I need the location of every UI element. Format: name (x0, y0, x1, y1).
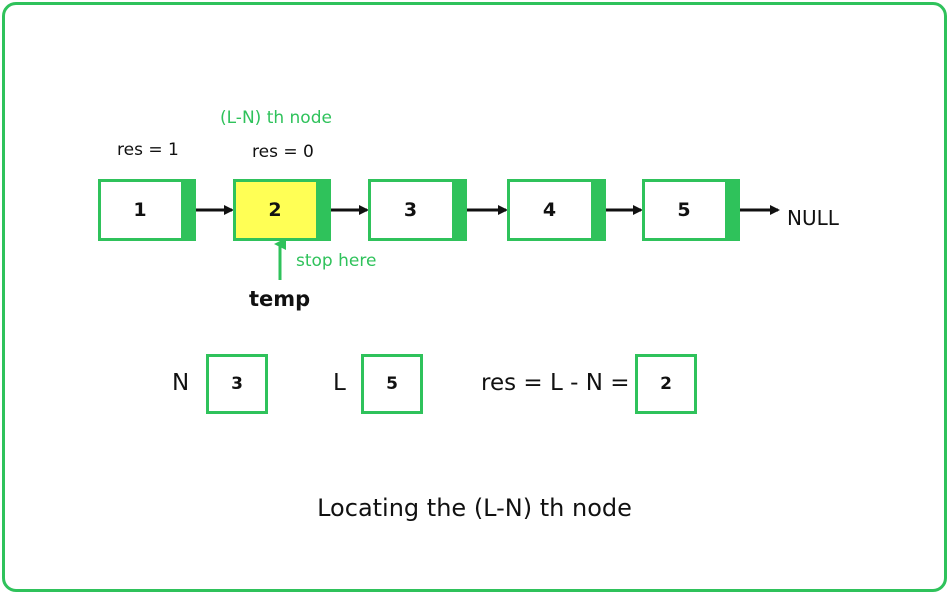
target-node-label: (L-N) th node (220, 108, 332, 128)
list-node-4: 4 (507, 179, 606, 241)
next-pointer-cell (316, 182, 328, 238)
list-node-5: 5 (642, 179, 740, 241)
list-node-1: 1 (98, 179, 196, 241)
node-value: 5 (677, 199, 691, 221)
l-value-box: 5 (361, 354, 423, 414)
next-pointer-cell (725, 182, 737, 238)
list-node-3: 3 (368, 179, 467, 241)
temp-pointer-label: temp (249, 287, 311, 311)
null-label: NULL (787, 206, 839, 230)
n-value-box: 3 (206, 354, 268, 414)
node-value: 1 (133, 199, 147, 221)
res-value-box: 2 (635, 354, 697, 414)
node-value: 4 (542, 199, 557, 221)
node-value: 3 (403, 199, 418, 221)
diagram-caption: Locating the (L-N) th node (317, 494, 632, 522)
next-pointer-cell (452, 182, 464, 238)
res-0-label: res = 0 (252, 142, 314, 162)
res-1-label: res = 1 (117, 140, 179, 160)
next-pointer-cell (181, 182, 193, 238)
res-formula-label: res = L - N = (481, 370, 630, 396)
node-value: 2 (268, 199, 282, 221)
list-node-2: 2 (233, 179, 331, 241)
l-label: L (333, 370, 346, 396)
stop-here-label: stop here (296, 251, 377, 271)
n-label: N (172, 370, 190, 396)
next-pointer-cell (591, 182, 603, 238)
